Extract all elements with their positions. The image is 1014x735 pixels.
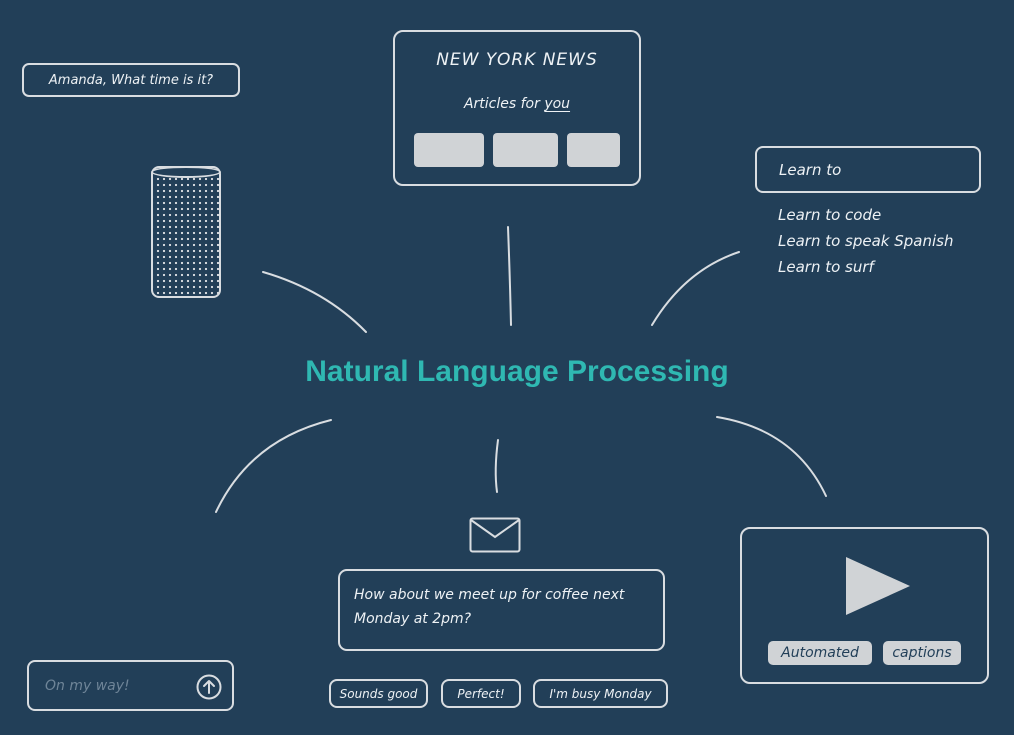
play-icon[interactable]: [846, 557, 910, 615]
email-message: How about we meet up for coffee next Mon…: [338, 569, 665, 651]
smart-speaker-icon: [151, 166, 221, 298]
suggestion-item[interactable]: Learn to surf: [778, 258, 874, 276]
email-message-text: How about we meet up for coffee next Mon…: [354, 587, 625, 627]
connector-mail: [494, 439, 499, 493]
news-subtitle-prefix: Articles for: [463, 96, 545, 112]
suggestion-item[interactable]: Learn to code: [778, 206, 882, 224]
chat-input-field[interactable]: [43, 676, 187, 695]
arrow-up-circle-icon[interactable]: [196, 674, 222, 700]
news-subtitle-emphasis: you: [544, 96, 571, 112]
news-subtitle: Articles for you: [395, 96, 639, 112]
caption-word: Automated: [768, 641, 872, 665]
caption-word: captions: [883, 641, 961, 665]
article-thumbnail[interactable]: [414, 133, 484, 167]
suggestion-item[interactable]: Learn to speak Spanish: [778, 232, 954, 250]
connector-news: [507, 226, 512, 326]
connector-search: [651, 251, 740, 326]
smart-reply-chip[interactable]: I'm busy Monday: [533, 679, 668, 708]
article-thumbnail[interactable]: [493, 133, 558, 167]
smart-reply-label: I'm busy Monday: [549, 686, 652, 701]
envelope-icon: [469, 517, 521, 553]
smart-reply-label: Sounds good: [339, 686, 418, 701]
connector-chat: [215, 419, 332, 513]
smart-reply-chip[interactable]: Perfect!: [441, 679, 521, 708]
search-suggestions: Learn to code Learn to speak Spanish Lea…: [778, 202, 954, 280]
news-card: NEW YORK NEWS Articles for you: [393, 30, 641, 186]
smart-reply-label: Perfect!: [457, 686, 505, 701]
connector-speaker: [262, 271, 367, 333]
voice-command-text: Amanda, What time is it?: [48, 72, 214, 88]
article-thumbnail[interactable]: [567, 133, 620, 167]
diagram-title: Natural Language Processing: [305, 355, 729, 388]
chat-compose-box: [27, 660, 234, 711]
voice-command-bubble: Amanda, What time is it?: [22, 63, 240, 97]
video-player: Automated captions: [740, 527, 989, 684]
news-title: NEW YORK NEWS: [436, 50, 598, 70]
search-input[interactable]: Learn to: [755, 146, 981, 193]
smart-reply-chip[interactable]: Sounds good: [329, 679, 428, 708]
search-query: Learn to: [779, 160, 842, 179]
connector-video: [716, 416, 827, 497]
